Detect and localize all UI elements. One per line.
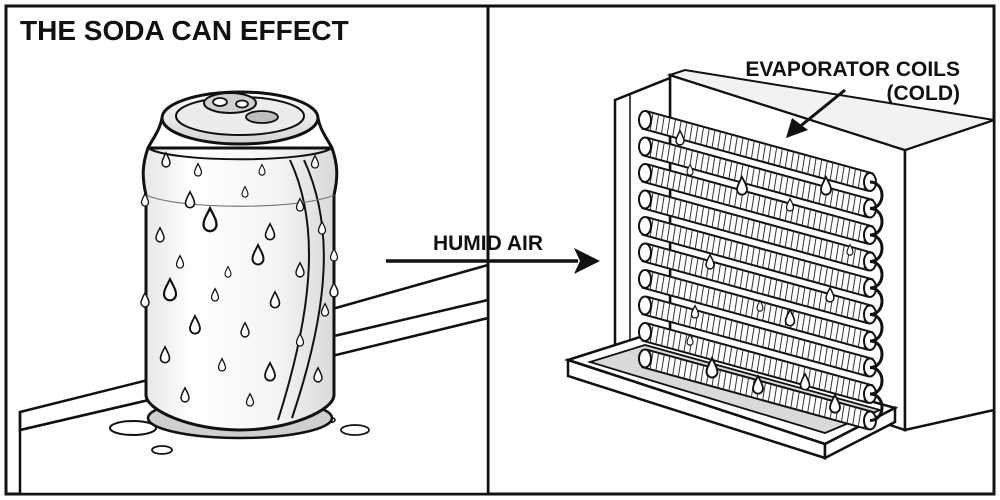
arrow-right-icon — [386, 248, 600, 274]
right-panel — [563, 68, 996, 461]
soda-can-icon — [141, 90, 339, 440]
coil-pointer-arrow — [786, 88, 846, 138]
humid-air-arrow: HUMID AIR — [386, 232, 600, 274]
water-puddles — [109, 416, 370, 455]
left-panel — [18, 90, 490, 496]
pull-tab-icon — [203, 92, 279, 124]
coil-label-line2: (COLD) — [887, 82, 960, 105]
coil-label-line1: EVAPORATOR COILS — [745, 58, 960, 81]
panel-title: THE SODA CAN EFFECT — [20, 15, 349, 46]
evaporator-coil-icon — [638, 110, 884, 431]
arrow-label: HUMID AIR — [433, 232, 543, 255]
